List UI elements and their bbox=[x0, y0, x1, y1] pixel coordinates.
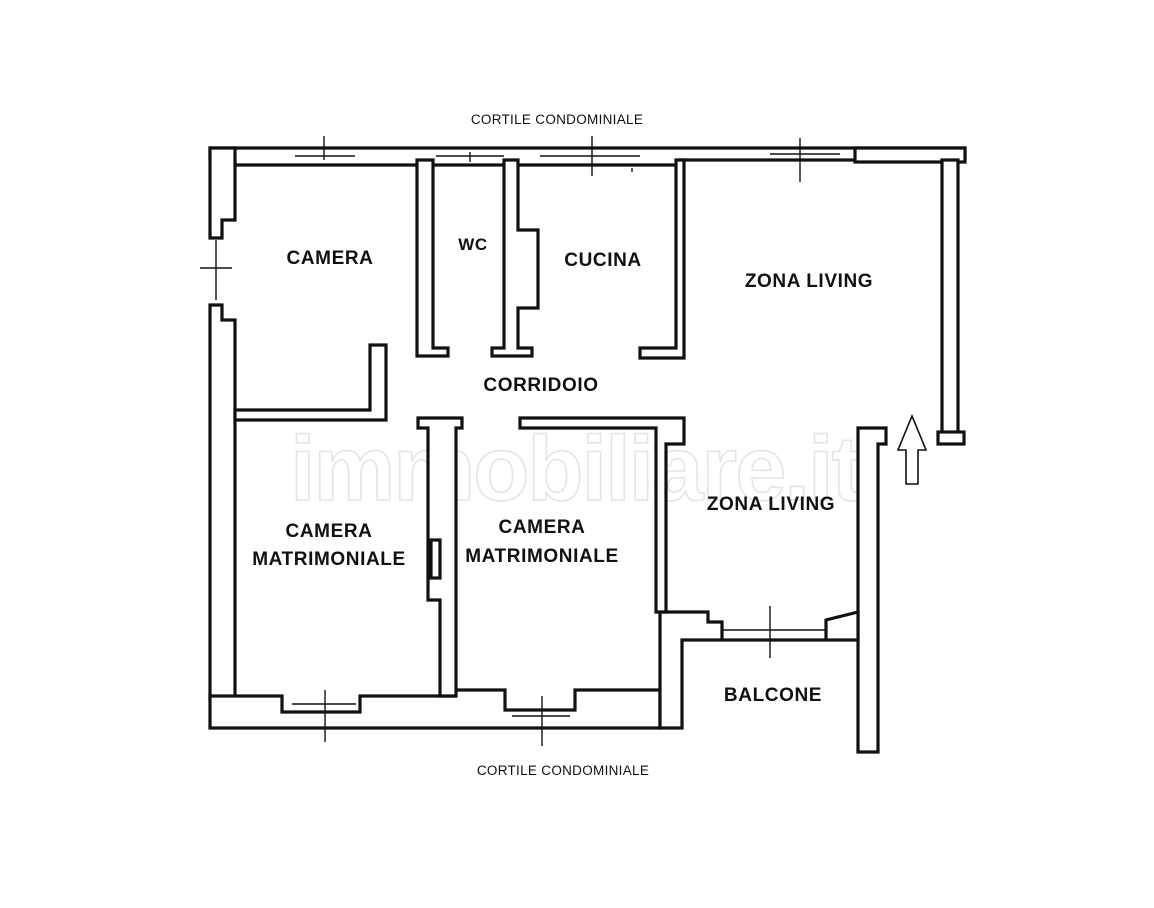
window-top-cucina bbox=[540, 136, 640, 176]
label-zona-living-upper: ZONA LIVING bbox=[745, 271, 873, 292]
label-camera: CAMERA bbox=[287, 248, 374, 269]
wall-left-upper bbox=[208, 146, 237, 240]
wall-living-balcone bbox=[658, 609, 860, 730]
window-balcone bbox=[722, 606, 826, 658]
label-cucina: CUCINA bbox=[564, 250, 642, 271]
label-wc: WC bbox=[458, 235, 488, 254]
label-camera-matrimoniale-right-2: MATRIMONIALE bbox=[465, 546, 619, 567]
label-camera-matrimoniale-left-1: CAMERA bbox=[286, 521, 373, 542]
wall-left-main bbox=[208, 303, 237, 702]
wall-right-upper bbox=[940, 158, 960, 442]
label-corridoio: CORRIDOIO bbox=[483, 375, 598, 396]
window-top-camera bbox=[295, 136, 355, 160]
wall-top-right bbox=[853, 146, 967, 164]
wall-stub-entrance bbox=[936, 430, 966, 446]
label-zona-living-lower: ZONA LIVING bbox=[707, 494, 835, 515]
door-jamb bbox=[429, 538, 442, 580]
label-camera-matrimoniale-left-2: MATRIMONIALE bbox=[252, 549, 406, 570]
label-courtyard-top: CORTILE CONDOMINIALE bbox=[471, 112, 643, 127]
window-bottom-right bbox=[512, 696, 570, 746]
wall-camera-wc bbox=[415, 158, 450, 358]
window-left-camera bbox=[200, 240, 232, 300]
window-top-living bbox=[770, 138, 840, 182]
watermark-text: immobiliare.it bbox=[290, 418, 861, 520]
window-bottom-left bbox=[292, 690, 356, 742]
window-top-wc bbox=[436, 152, 504, 162]
wall-wc-cucina bbox=[490, 158, 540, 358]
wall-camera-bottom bbox=[233, 343, 388, 422]
wall-right-lower bbox=[856, 426, 888, 754]
wall-corridor-lower bbox=[518, 416, 686, 614]
wall-cucina-living bbox=[638, 158, 686, 360]
wall-bottom bbox=[208, 688, 662, 730]
arrow-up-icon bbox=[896, 413, 928, 485]
label-courtyard-bottom: CORTILE CONDOMINIALE bbox=[477, 763, 649, 778]
label-balcone: BALCONE bbox=[724, 685, 822, 706]
label-camera-matrimoniale-right-1: CAMERA bbox=[499, 517, 586, 538]
